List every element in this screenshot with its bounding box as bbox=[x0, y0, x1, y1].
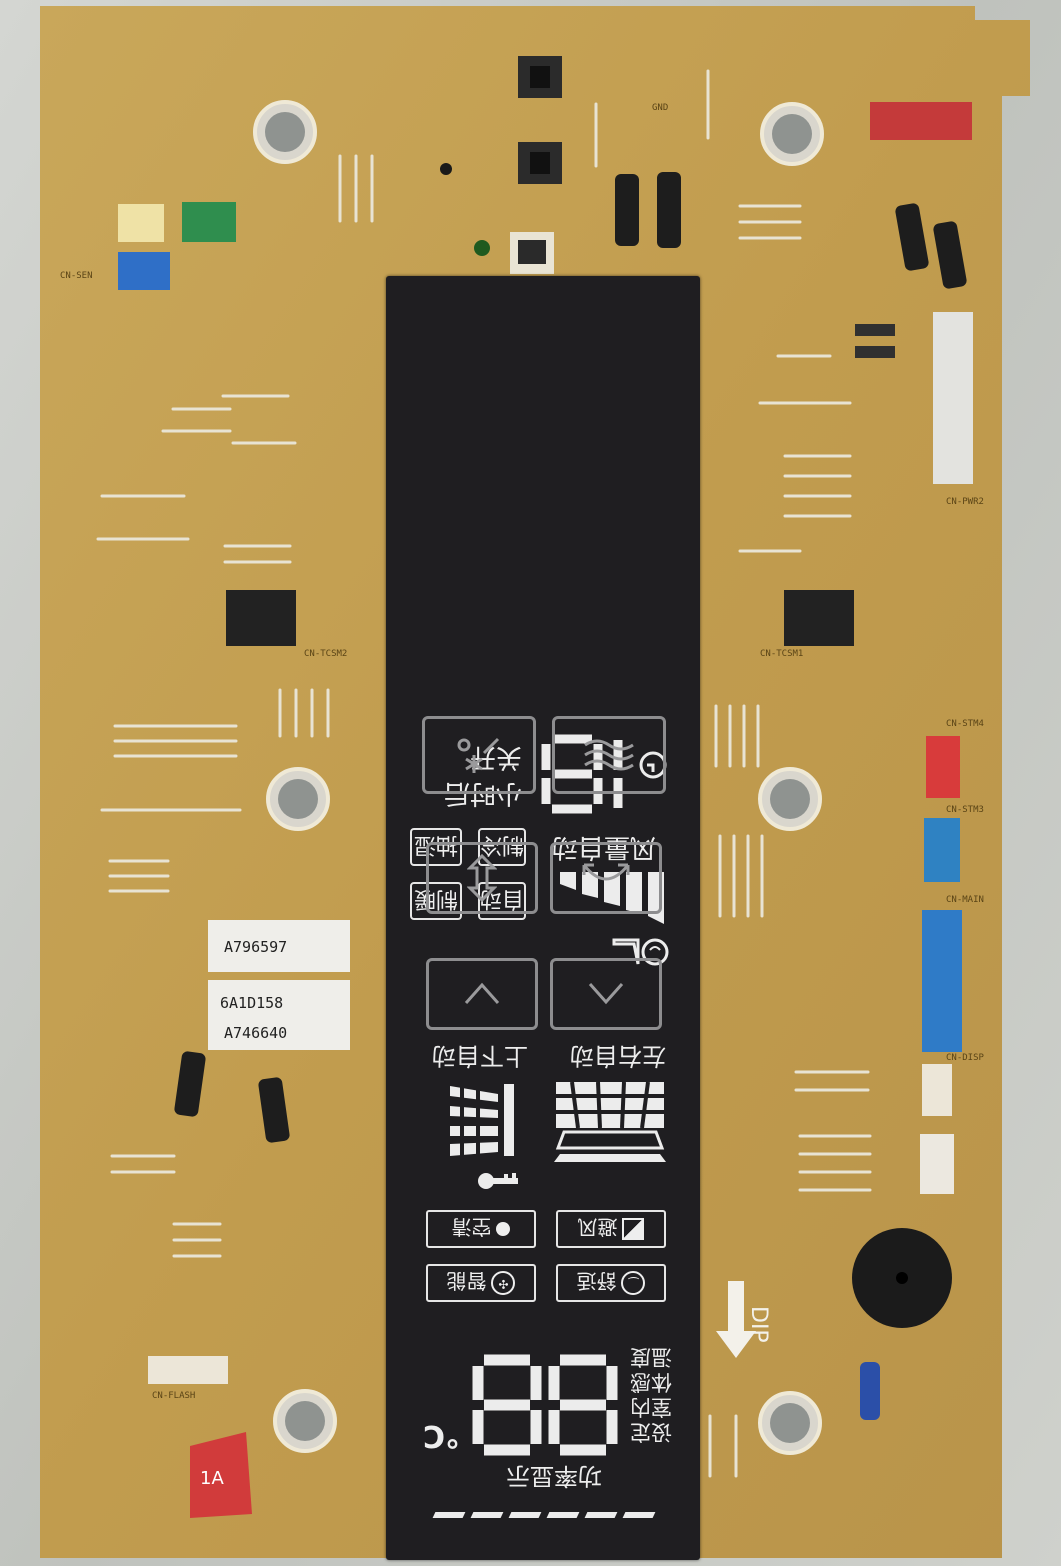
function-avoid-wind: 避风 bbox=[556, 1210, 666, 1248]
function-clean: 空清 bbox=[426, 1210, 536, 1248]
swing-left-right-label: 左右自动 bbox=[570, 1042, 666, 1070]
function-avoid-wind-label: 避风 bbox=[577, 1215, 618, 1240]
smile-icon: ‿ bbox=[621, 1271, 646, 1295]
temperature-digits bbox=[468, 1348, 618, 1458]
function-comfort-label: 舒适 bbox=[576, 1269, 617, 1294]
temp-label-feel: 体感 bbox=[630, 1370, 672, 1394]
red-connector-stm4 bbox=[926, 736, 960, 798]
key-lock-icon bbox=[478, 1173, 518, 1189]
wind-waves-icon bbox=[584, 739, 634, 771]
mode-key[interactable] bbox=[422, 716, 536, 794]
temp-down-key[interactable] bbox=[426, 958, 538, 1030]
white-connector-pwr2 bbox=[933, 312, 973, 484]
power-bar-segment bbox=[546, 1512, 580, 1518]
swing-left-right-icon bbox=[554, 1081, 666, 1162]
fan-speed-key[interactable] bbox=[552, 716, 666, 794]
jumper-wires bbox=[96, 69, 872, 1478]
sticker-model-line1: 6A1D158 bbox=[220, 994, 283, 1012]
white-connector-disp bbox=[922, 1064, 952, 1116]
avoid-wind-icon bbox=[622, 1218, 645, 1240]
silk-cn-main: CN-MAIN bbox=[946, 895, 984, 905]
silk-cn-flash: CN-FLASH bbox=[152, 1391, 195, 1401]
silk-cn-tcsm2: CN-TCSM2 bbox=[304, 649, 347, 659]
curved-arrow-icon bbox=[582, 863, 630, 881]
power-bar-segment bbox=[432, 1512, 466, 1518]
fan-icon: ✣ bbox=[491, 1271, 516, 1295]
chevron-down-icon bbox=[464, 982, 500, 1004]
power-display-label: 功率显示 bbox=[506, 1462, 602, 1490]
temp-labels: 设定 室内 体感 温度 bbox=[630, 1345, 672, 1444]
silk-cn-stm3: CN-STM3 bbox=[946, 805, 984, 815]
red-tag-text: 1A bbox=[200, 1468, 224, 1489]
white-connector-flash bbox=[148, 1356, 228, 1384]
white-connector-clm bbox=[920, 1134, 954, 1194]
red-tag bbox=[190, 1432, 252, 1518]
status-led bbox=[474, 240, 490, 256]
clock-icon bbox=[639, 751, 667, 779]
silk-cn-sen: CN-SEN bbox=[60, 271, 93, 281]
swing-horizontal-key[interactable] bbox=[550, 842, 662, 914]
swing-up-down-label: 上下自动 bbox=[432, 1042, 528, 1070]
silk-cn-tcsm1: CN-TCSM1 bbox=[760, 649, 803, 659]
power-bar-segment bbox=[622, 1512, 656, 1518]
blue-connector-main bbox=[922, 910, 962, 1052]
black-socket-right bbox=[784, 590, 854, 646]
power-bar-segment bbox=[470, 1512, 504, 1518]
temp-label-indoor: 室内 bbox=[630, 1395, 672, 1419]
temp-label-temperature: 温度 bbox=[630, 1345, 672, 1369]
sticker-serial-text: A796597 bbox=[224, 938, 287, 956]
blue-connector-sen bbox=[118, 252, 170, 290]
power-bar-segment bbox=[584, 1512, 618, 1518]
up-down-arrow-icon bbox=[467, 854, 497, 902]
black-socket-left bbox=[226, 590, 296, 646]
chevron-up-icon bbox=[588, 983, 624, 1005]
function-smart-label: 智能 bbox=[446, 1269, 487, 1294]
sticker-model-line2: A746640 bbox=[224, 1024, 287, 1042]
function-comfort: ‿ 舒适 bbox=[556, 1264, 666, 1302]
function-smart: ✣ 智能 bbox=[426, 1264, 536, 1302]
capacitors bbox=[174, 172, 967, 1143]
timer-digits bbox=[536, 730, 628, 814]
green-connector bbox=[182, 202, 236, 242]
power-bar-segment bbox=[508, 1512, 542, 1518]
dip-arrow-icon bbox=[716, 1281, 756, 1358]
swing-up-down-icon bbox=[450, 1084, 514, 1156]
cream-connector bbox=[118, 204, 164, 242]
sticker-model bbox=[208, 980, 350, 1050]
silk-cn-stm4: CN-STM4 bbox=[946, 719, 984, 729]
blue-capacitor bbox=[860, 1362, 880, 1420]
temp-up-key[interactable] bbox=[550, 958, 662, 1030]
snowflake-sun-icon bbox=[457, 737, 500, 773]
display-panel: 功率显示 设定 室内 体感 温度 °C ‿ 舒适 ✣ 智能 bbox=[386, 276, 700, 1560]
temperature-unit: °C bbox=[422, 1418, 460, 1453]
blue-connector-stm3 bbox=[924, 818, 960, 882]
red-connector-top bbox=[870, 102, 972, 140]
swing-vertical-key[interactable] bbox=[426, 842, 538, 914]
silk-gnd: GND bbox=[652, 103, 668, 113]
diode bbox=[855, 324, 895, 336]
clean-icon bbox=[496, 1222, 511, 1236]
sticker-serial bbox=[208, 920, 350, 972]
display-panel-upright: 功率显示 设定 室内 体感 温度 °C ‿ 舒适 ✣ 智能 bbox=[386, 276, 700, 1560]
temp-label-set: 设定 bbox=[630, 1420, 672, 1444]
function-clean-label: 空清 bbox=[451, 1215, 492, 1240]
silk-cn-pwr2: CN-PWR2 bbox=[946, 497, 984, 507]
silk-cn-disp: CN-DISP bbox=[946, 1053, 985, 1063]
sleep-icon bbox=[612, 938, 669, 966]
fan-speed-bars bbox=[560, 872, 664, 924]
